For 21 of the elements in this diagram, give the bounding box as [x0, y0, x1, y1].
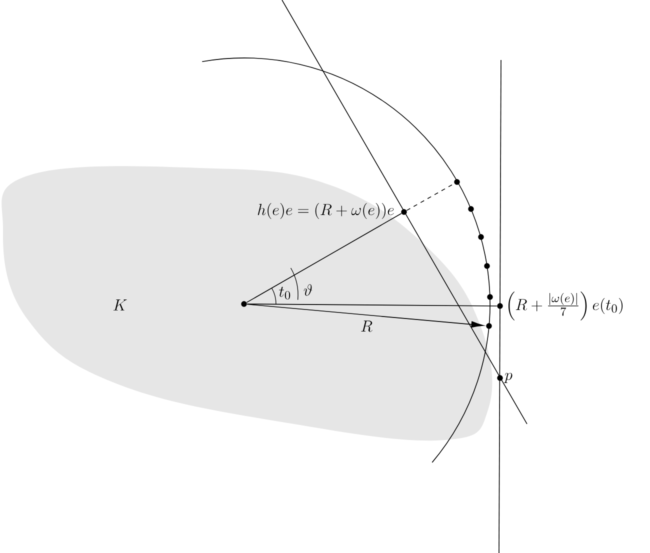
point — [241, 301, 247, 307]
point — [468, 206, 474, 212]
point — [401, 209, 407, 215]
angle-label: $t_0$ — [279, 286, 290, 300]
point — [497, 375, 503, 381]
point-label: $\Big(R+\tfrac{|\omega(e)|}{7}\Big)\,e(t_0)$ — [508, 292, 623, 320]
arrow — [246, 304, 484, 328]
point-label: $p$ — [504, 372, 512, 383]
point — [487, 294, 493, 300]
point — [478, 234, 484, 240]
line-segment — [246, 304, 498, 306]
point — [454, 179, 460, 185]
angle-label: $\vartheta$ — [304, 284, 312, 296]
point — [497, 303, 503, 309]
dashed-line — [406, 183, 455, 211]
point — [484, 263, 490, 269]
point-label: $h(e)e = (R+\omega(e))e$ — [258, 202, 394, 219]
edge-label: $R$ — [359, 319, 374, 333]
point — [486, 323, 492, 329]
line-segment — [246, 213, 402, 303]
region-label: $K$ — [114, 300, 127, 310]
